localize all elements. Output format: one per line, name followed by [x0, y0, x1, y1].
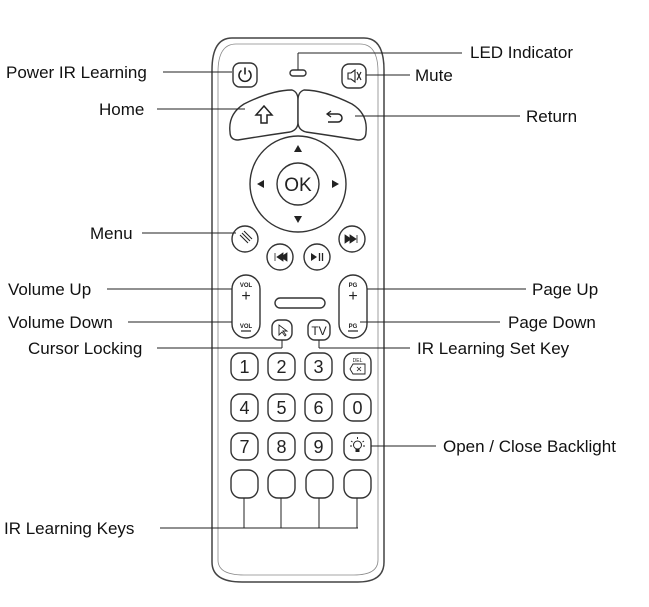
svg-text:0: 0 [352, 398, 362, 418]
key-3[interactable]: 3 [304, 352, 333, 381]
rewind-button[interactable] [266, 243, 294, 271]
home-icon [254, 104, 274, 124]
ir-learning-key-4[interactable] [343, 469, 372, 499]
label-power-ir-learning: Power IR Learning [6, 63, 147, 82]
backspace-icon [349, 363, 366, 375]
vol-down-label: VOL [240, 324, 253, 330]
backlight-button[interactable] [343, 432, 372, 461]
return-button[interactable] [297, 89, 367, 141]
dpad: OK [249, 135, 347, 233]
down-arrow-icon[interactable] [294, 216, 302, 223]
ok-label: OK [284, 175, 312, 196]
label-cursor-locking: Cursor Locking [28, 339, 142, 358]
power-button[interactable] [232, 62, 258, 88]
ir-learning-key-3[interactable] [305, 469, 334, 499]
vol-plus-icon[interactable]: + [241, 288, 250, 305]
key-1[interactable]: 1 [230, 352, 259, 381]
cursor-lock-button[interactable] [271, 319, 293, 341]
right-arrow-icon[interactable] [332, 180, 339, 188]
cursor-icon [278, 324, 289, 337]
pg-up-label: PG [349, 283, 358, 289]
key-5[interactable]: 5 [267, 393, 296, 422]
svg-text:8: 8 [276, 437, 286, 457]
leader-lines [107, 52, 526, 529]
label-led-indicator: LED Indicator [470, 43, 573, 62]
return-icon [328, 113, 343, 123]
ok-button[interactable] [276, 162, 320, 206]
svg-text:7: 7 [239, 437, 249, 457]
play-pause-icon [311, 253, 317, 261]
ir-learning-key-1[interactable] [230, 469, 259, 499]
bulb-icon [350, 437, 365, 452]
volume-rocker[interactable]: VOL + VOL [231, 274, 261, 339]
svg-text:1: 1 [239, 357, 249, 377]
svg-text:4: 4 [239, 398, 249, 418]
key-0[interactable]: 0 [343, 393, 372, 422]
tv-label: TV [311, 324, 326, 338]
label-ir-learning-set-key: IR Learning Set Key [417, 339, 570, 358]
label-page-down: Page Down [508, 313, 596, 332]
pg-down-label: PG [349, 324, 358, 330]
del-label: DEL [353, 358, 363, 364]
fast-forward-button[interactable] [338, 225, 366, 253]
delete-button[interactable]: DEL [343, 352, 372, 381]
svg-text:5: 5 [276, 398, 286, 418]
label-open-close-backlight: Open / Close Backlight [443, 437, 616, 456]
label-menu: Menu [90, 224, 133, 243]
mute-icon [347, 68, 362, 84]
center-slot [274, 297, 326, 309]
menu-button[interactable] [231, 225, 259, 253]
svg-text:3: 3 [313, 357, 323, 377]
pg-plus-icon[interactable]: + [348, 288, 357, 305]
label-volume-down: Volume Down [8, 313, 113, 332]
key-9[interactable]: 9 [304, 432, 333, 461]
rewind-icon [274, 252, 288, 262]
svg-text:2: 2 [276, 357, 286, 377]
up-arrow-icon[interactable] [294, 145, 302, 152]
mute-button[interactable] [341, 63, 367, 89]
key-6[interactable]: 6 [304, 393, 333, 422]
page-rocker[interactable]: PG + PG [338, 274, 368, 339]
fast-forward-icon [344, 234, 358, 244]
left-arrow-icon[interactable] [257, 180, 264, 188]
label-page-up: Page Up [532, 280, 598, 299]
key-2[interactable]: 2 [267, 352, 296, 381]
power-icon [238, 67, 252, 83]
label-mute: Mute [415, 66, 453, 85]
vol-up-label: VOL [240, 283, 253, 289]
svg-text:9: 9 [313, 437, 323, 457]
key-4[interactable]: 4 [230, 393, 259, 422]
menu-icon [239, 230, 253, 244]
svg-text:6: 6 [313, 398, 323, 418]
tv-button[interactable]: TV [307, 319, 331, 341]
label-return: Return [526, 107, 577, 126]
key-8[interactable]: 8 [267, 432, 296, 461]
key-7[interactable]: 7 [230, 432, 259, 461]
label-ir-learning-keys: IR Learning Keys [4, 519, 134, 538]
led-indicator [289, 69, 307, 77]
label-volume-up: Volume Up [8, 280, 91, 299]
play-pause-button[interactable] [303, 243, 331, 271]
ir-learning-key-2[interactable] [267, 469, 296, 499]
label-home: Home [99, 100, 144, 119]
